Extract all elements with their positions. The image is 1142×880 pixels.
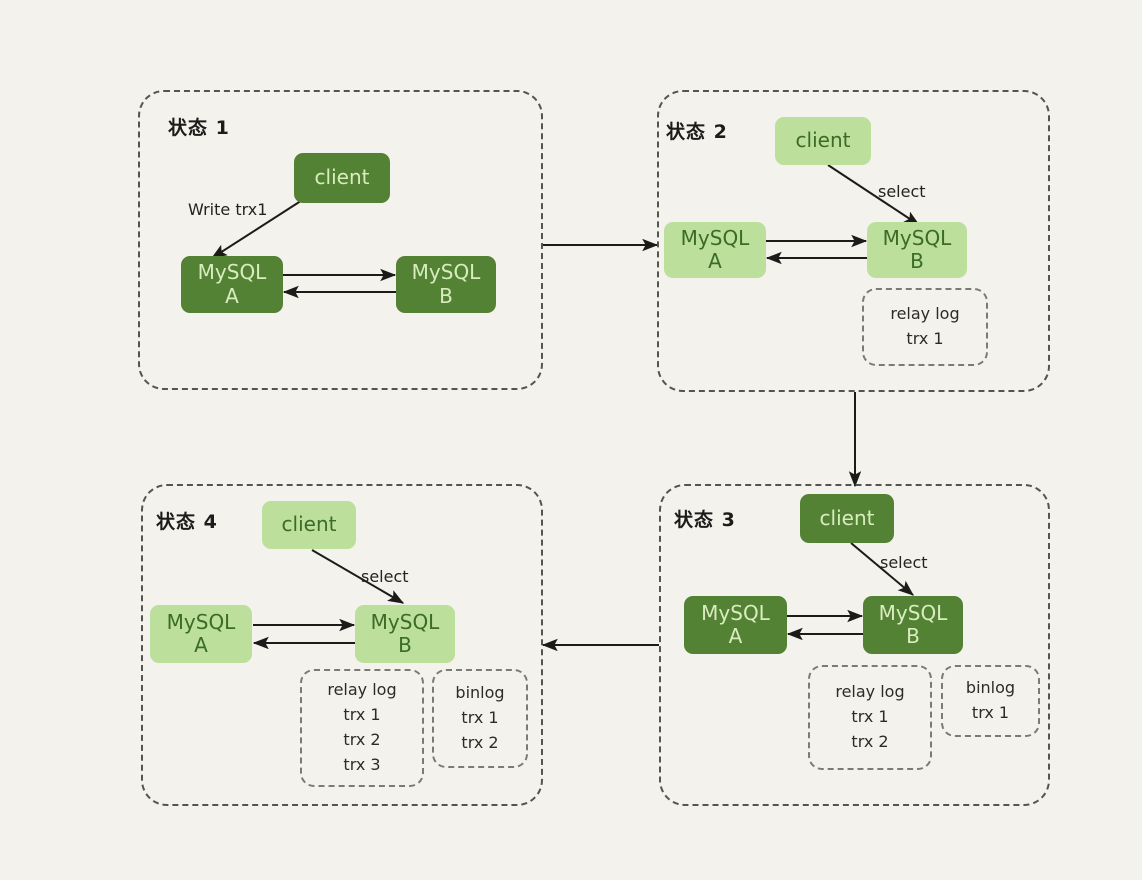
node-label-line1: MySQL: [882, 225, 952, 250]
log-title: relay log: [327, 680, 397, 700]
panel-state4-binlog-box: binlog trx 1 trx 2: [432, 669, 528, 768]
panel-state1: [138, 90, 543, 390]
node-label-line1: MySQL: [197, 260, 267, 285]
log-entry: trx 1: [906, 329, 944, 348]
node-label-line1: client: [819, 505, 875, 530]
panel-state1-label: 状态 1: [168, 117, 230, 139]
panel-state3: [659, 484, 1050, 806]
panel-state4-select-label: select: [361, 567, 409, 586]
panel-state4-label: 状态 4: [156, 511, 218, 533]
node-label-line2: B: [910, 249, 924, 273]
panel-state2-label: 状态 2: [666, 121, 728, 143]
log-entry: trx 2: [461, 732, 499, 752]
panel-state3-client-node[interactable]: client: [800, 494, 894, 543]
panel-state1-mysql-a-node[interactable]: MySQL A: [181, 256, 283, 313]
log-title: relay log: [890, 304, 960, 324]
node-label-line2: B: [439, 283, 453, 308]
log-entry: trx 3: [343, 754, 381, 774]
panel-state4-mysql-a-node[interactable]: MySQL A: [150, 605, 252, 663]
node-label-line2: A: [728, 624, 743, 648]
log-entry: trx 1: [461, 708, 499, 728]
panel-state1-mysql-b-node[interactable]: MySQL B: [396, 256, 496, 313]
panel-state2: [657, 90, 1050, 392]
node-label-line1: client: [314, 165, 370, 190]
node-label-line1: client: [281, 512, 337, 537]
panel-state1-client-node[interactable]: client: [294, 153, 390, 203]
panel-state1-write-trx1-label: Write trx1: [188, 200, 268, 219]
panel-state3-mysql-a-node[interactable]: MySQL A: [684, 596, 787, 654]
node-label-line1: client: [795, 128, 851, 153]
node-label-line1: MySQL: [701, 600, 770, 625]
panel-state4-relay-log-box: relay log trx 1 trx 2 trx 3: [300, 669, 424, 787]
panel-state4-client-node[interactable]: client: [262, 501, 356, 549]
panel-state3-mysql-b-node[interactable]: MySQL B: [863, 596, 963, 654]
log-title: relay log: [835, 682, 905, 702]
panel-state3-relay-log-box: relay log trx 1 trx 2: [808, 665, 932, 770]
panel-state3-label: 状态 3: [674, 509, 736, 531]
panel-state2-client-node[interactable]: client: [775, 117, 871, 165]
log-entry: trx 1: [343, 705, 381, 725]
panel-state3-select-label: select: [880, 553, 928, 572]
log-title: binlog: [965, 678, 1016, 698]
node-label-line1: MySQL: [166, 609, 236, 634]
node-label-line1: MySQL: [411, 260, 481, 285]
log-entry: trx 1: [971, 703, 1010, 722]
panel-state2-mysql-a-node[interactable]: MySQL A: [664, 222, 766, 278]
node-label-line2: B: [906, 624, 920, 648]
panel-state4-mysql-b-node[interactable]: MySQL B: [355, 605, 455, 663]
node-label-line1: MySQL: [370, 609, 440, 634]
node-label-line2: A: [194, 633, 208, 657]
panel-state2-relay-log-box: relay log trx 1: [862, 288, 988, 366]
log-title: binlog: [455, 683, 505, 703]
node-label-line2: A: [225, 283, 239, 308]
node-label-line2: B: [398, 633, 412, 657]
log-entry: trx 1: [851, 707, 889, 727]
panel-state3-binlog-box: binlog trx 1: [941, 665, 1040, 737]
log-entry: trx 2: [851, 731, 889, 751]
panel-state4: [141, 484, 543, 806]
node-label-line2: A: [708, 249, 722, 273]
log-entry: trx 2: [343, 730, 381, 749]
panel-state2-select-label: select: [878, 182, 926, 201]
node-label-line1: MySQL: [680, 225, 750, 250]
node-label-line1: MySQL: [878, 600, 948, 625]
panel-state2-mysql-b-node[interactable]: MySQL B: [867, 222, 967, 278]
